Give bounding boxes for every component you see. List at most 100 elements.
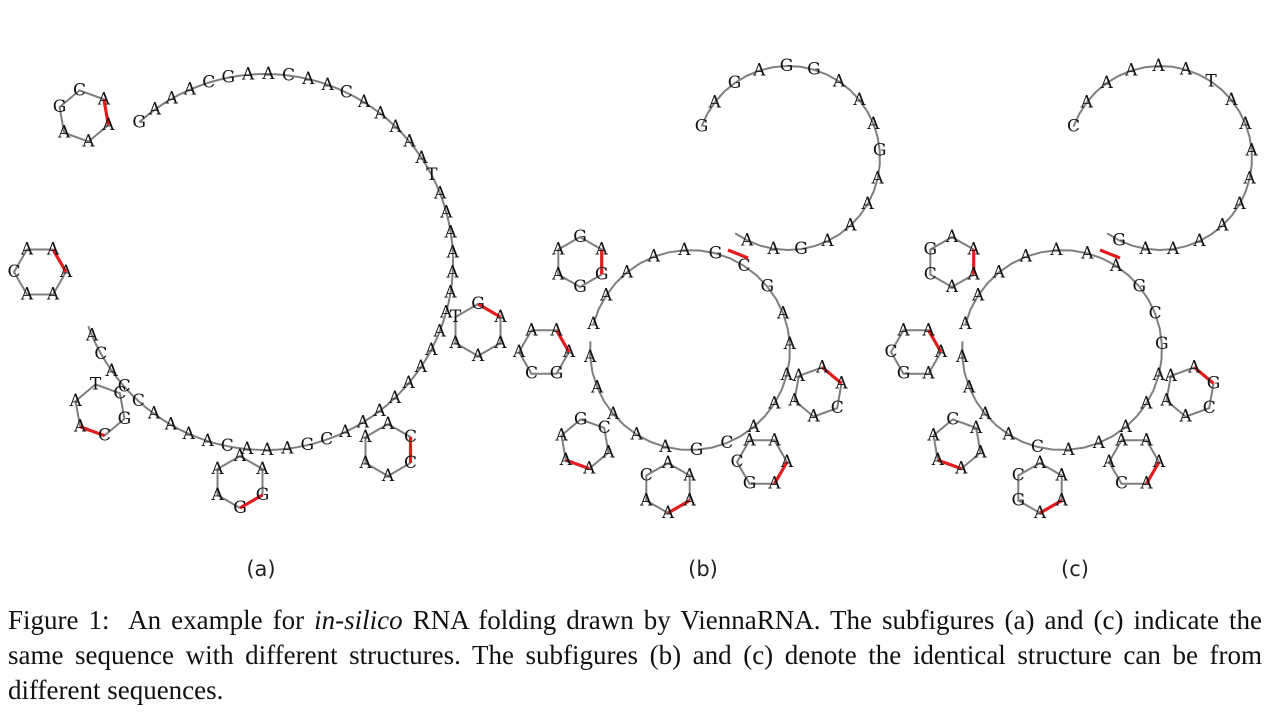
- panel-a-label: (a): [246, 557, 275, 581]
- panel-c-nucleotide: A: [1119, 417, 1133, 437]
- panel-b-nucleotide: A: [832, 71, 846, 91]
- panel-b-hairpin-nucleotide: G: [573, 277, 587, 297]
- panel-a-hairpin-nucleotide: A: [57, 123, 71, 143]
- panel-a-nucleotide: A: [433, 184, 447, 204]
- panel-a-nucleotide: C: [221, 436, 234, 456]
- panel-a-hairpin-4-pair-bond: [239, 493, 264, 510]
- panel-a-hairpin-nucleotide: A: [210, 485, 224, 505]
- panel-b-nucleotide: A: [861, 194, 875, 214]
- panel-b-hairpin-nucleotide: A: [601, 443, 615, 463]
- panel-a-nucleotide: A: [446, 243, 460, 263]
- panel-c-hairpin-nucleotide: C: [946, 409, 959, 429]
- panel-b-nucleotide: A: [586, 314, 600, 334]
- panel-c-nucleotide: G: [1133, 277, 1147, 297]
- panel-b-nucleotide: G: [690, 440, 704, 460]
- panel-c-nucleotide: A: [1238, 114, 1252, 134]
- panel-a-nucleotide: C: [132, 391, 145, 411]
- panel-a-hairpin-nucleotide: T: [90, 374, 102, 394]
- panel-b-hairpin-nucleotide: A: [661, 453, 675, 473]
- panel-b-nucleotide: G: [728, 73, 742, 93]
- panel-a-hairpin-nucleotide: A: [210, 459, 224, 479]
- panel-c-hairpin-nucleotide: A: [931, 450, 945, 470]
- panel-b-multiloop: [589, 249, 791, 451]
- panel-b-hairpin-6-pair-bond: [821, 366, 843, 385]
- panel-b-nucleotide: A: [843, 216, 857, 236]
- panel-a-hairpin-nucleotide: A: [20, 240, 34, 260]
- panel-c-hairpin-nucleotide: A: [1033, 453, 1047, 473]
- panel-b-hairpin-nucleotide: G: [550, 364, 564, 384]
- panel-b-hairpin-nucleotide: A: [562, 342, 576, 362]
- panel-a-nucleotide: A: [321, 75, 335, 95]
- panel-c-hairpin-nucleotide: C: [884, 342, 897, 362]
- panel-b-hairpin-nucleotide: C: [598, 418, 611, 438]
- panel-b-hairpin-nucleotide: G: [595, 265, 609, 285]
- panel-a-hairpin-nucleotide: A: [358, 453, 372, 473]
- panel-c-hairpin-nucleotide: A: [945, 277, 959, 297]
- panel-b-nucleotide: A: [852, 90, 866, 110]
- panel-a-hairpin-nucleotide: A: [493, 307, 507, 327]
- panel-b-hairpin-nucleotide: G: [573, 227, 587, 247]
- panel-c-nucleotide: A: [1080, 243, 1094, 263]
- panel-c-hairpin-nucleotide: A: [1139, 474, 1153, 494]
- panel-a-nucleotide: A: [147, 404, 161, 424]
- panel-a-hairpin-nucleotide: G: [233, 498, 247, 518]
- panel-a-nucleotide: C: [118, 377, 131, 397]
- panel-c-hairpin-nucleotide: G: [897, 364, 911, 384]
- panel-a-hairpin-2-pair-bond: [51, 248, 68, 273]
- panel-c-nucleotide: A: [962, 377, 976, 397]
- panel-a-hairpin-6-pair-bond: [477, 302, 502, 319]
- panel-a-nucleotide: G: [222, 68, 236, 88]
- panel-a-nucleotide: A: [183, 80, 197, 100]
- panel-a-hairpin-nucleotide: A: [381, 414, 395, 434]
- caption-emphasis: in-silico: [314, 605, 403, 635]
- panel-c-nucleotide: T: [1205, 71, 1217, 91]
- panel-b-nucleotide: A: [871, 168, 885, 188]
- panel-c-stem-bond: [1099, 248, 1121, 260]
- panel-a-hairpin-nucleotide: A: [358, 427, 372, 447]
- panel-b-nucleotide: A: [752, 61, 766, 81]
- panel-b-nucleotide: C: [737, 256, 750, 276]
- panel-c-nucleotide: A: [1080, 92, 1094, 112]
- panel-c-hairpin-nucleotide: A: [1102, 452, 1116, 472]
- panel-b-nucleotide: A: [708, 92, 722, 112]
- panel-c-hairpin-4-pair-bond: [1039, 499, 1063, 515]
- panel-c-hairpin-nucleotide: A: [1033, 503, 1047, 523]
- panel-a-hairpin-nucleotide: G: [256, 485, 270, 505]
- panel-c-nucleotide: A: [1151, 56, 1165, 76]
- panel-b-hairpin-nucleotide: G: [743, 474, 757, 494]
- panel-b-nucleotide: G: [807, 60, 821, 80]
- panel-c-hairpin-nucleotide: A: [973, 443, 987, 463]
- panel-c-nucleotide: A: [1109, 256, 1123, 276]
- panel-a-hairpin-nucleotide: G: [118, 409, 132, 429]
- panel-c-hairpin-nucleotide: A: [1159, 391, 1173, 411]
- panel-a-nucleotide: A: [148, 100, 162, 120]
- panel-b-nucleotide: A: [583, 347, 597, 367]
- panel-a-nucleotide: G: [301, 435, 315, 455]
- panel-c-hairpin-nucleotide: A: [921, 320, 935, 340]
- panel-a-hairpin-nucleotide: A: [73, 417, 87, 437]
- panel-b-hairpin-nucleotide: A: [639, 491, 653, 511]
- panel-c-hairpin-nucleotide: A: [934, 342, 948, 362]
- panel-c-label: (c): [1061, 557, 1089, 581]
- panel-b-hairpin-nucleotide: A: [767, 474, 781, 494]
- panel-b-hairpin-nucleotide: A: [815, 357, 829, 377]
- panel-c-hairpin-nucleotide: A: [967, 240, 981, 260]
- panel-b-nucleotide: A: [658, 437, 672, 457]
- panel-b-nucleotide: A: [776, 304, 790, 324]
- panel-c-nucleotide: A: [1192, 231, 1206, 251]
- panel-b-hairpin-nucleotide: G: [574, 409, 588, 429]
- caption-prefix: Figure 1:: [8, 605, 110, 635]
- panel-c-hairpin-nucleotide: A: [1187, 357, 1201, 377]
- panel-c-nucleotide: A: [1092, 433, 1106, 453]
- panel-a-nucleotide: A: [182, 424, 196, 444]
- panel-a-hairpin-nucleotide: A: [20, 285, 34, 305]
- panel-a-hairpin-nucleotide: C: [7, 262, 20, 282]
- panel-a-hairpin-nucleotide: A: [46, 240, 60, 260]
- panel-c-nucleotide: C: [1067, 117, 1080, 137]
- panel-b-nucleotide: A: [747, 417, 761, 437]
- panel-b-hairpin-nucleotide: A: [787, 391, 801, 411]
- panel-a-hairpin-nucleotide: A: [493, 333, 507, 353]
